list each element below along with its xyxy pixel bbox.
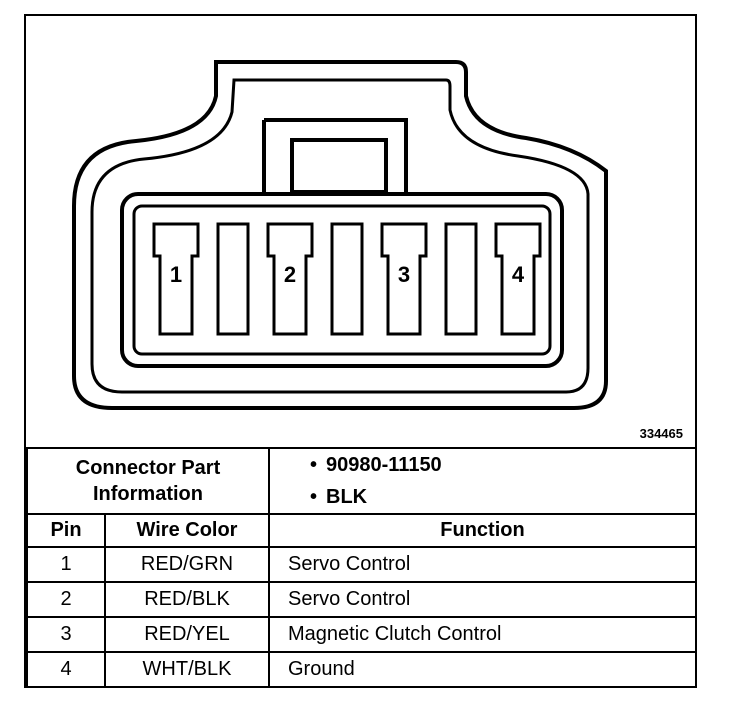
- header-wire-color: Wire Color: [104, 513, 270, 548]
- connector-face-icon: 1 2 3 4: [72, 60, 608, 410]
- diagram-frame: 1 2 3 4 334465 Connector Part Informatio…: [24, 14, 697, 688]
- connector-color: •BLK: [310, 486, 368, 508]
- connector-latch: [264, 118, 408, 194]
- table-header-row: Pin Wire Color Function: [26, 513, 697, 548]
- header-function: Function: [268, 513, 697, 548]
- pin-cavity-outer: [120, 192, 564, 368]
- table-row: 2 RED/BLK Servo Control: [26, 581, 697, 618]
- connector-latch-inner: [290, 138, 388, 194]
- pin-4-terminal: [494, 222, 542, 336]
- pin-1-terminal: [152, 222, 200, 336]
- figure-id: 334465: [639, 426, 683, 441]
- pin-label-2: 2: [284, 262, 296, 287]
- table-row: 1 RED/GRN Servo Control: [26, 546, 697, 583]
- pin-label-4: 4: [512, 262, 525, 287]
- pin-2-terminal: [266, 222, 314, 336]
- pin-cavity-inner: [132, 204, 552, 356]
- header-pin: Pin: [26, 513, 106, 548]
- pin-spacer: [216, 222, 250, 336]
- connector-table: Connector Part Information •90980-11150 …: [26, 447, 697, 688]
- connector-part-info-label: Connector Part Information: [26, 447, 270, 515]
- pin-label-3: 3: [398, 262, 410, 287]
- pin-spacer: [444, 222, 478, 336]
- table-row: 4 WHT/BLK Ground: [26, 651, 697, 688]
- connector-inner-shell: [90, 78, 590, 394]
- part-number: •90980-11150: [310, 454, 442, 476]
- pin-label-1: 1: [170, 262, 182, 287]
- pin-3-terminal: [380, 222, 428, 336]
- table-row: 3 RED/YEL Magnetic Clutch Control: [26, 616, 697, 653]
- pin-spacer: [330, 222, 364, 336]
- connector-diagram: 1 2 3 4 334465: [26, 16, 695, 447]
- connector-outer-shell: [72, 60, 608, 410]
- connector-part-info-values: •90980-11150 •BLK: [268, 447, 697, 515]
